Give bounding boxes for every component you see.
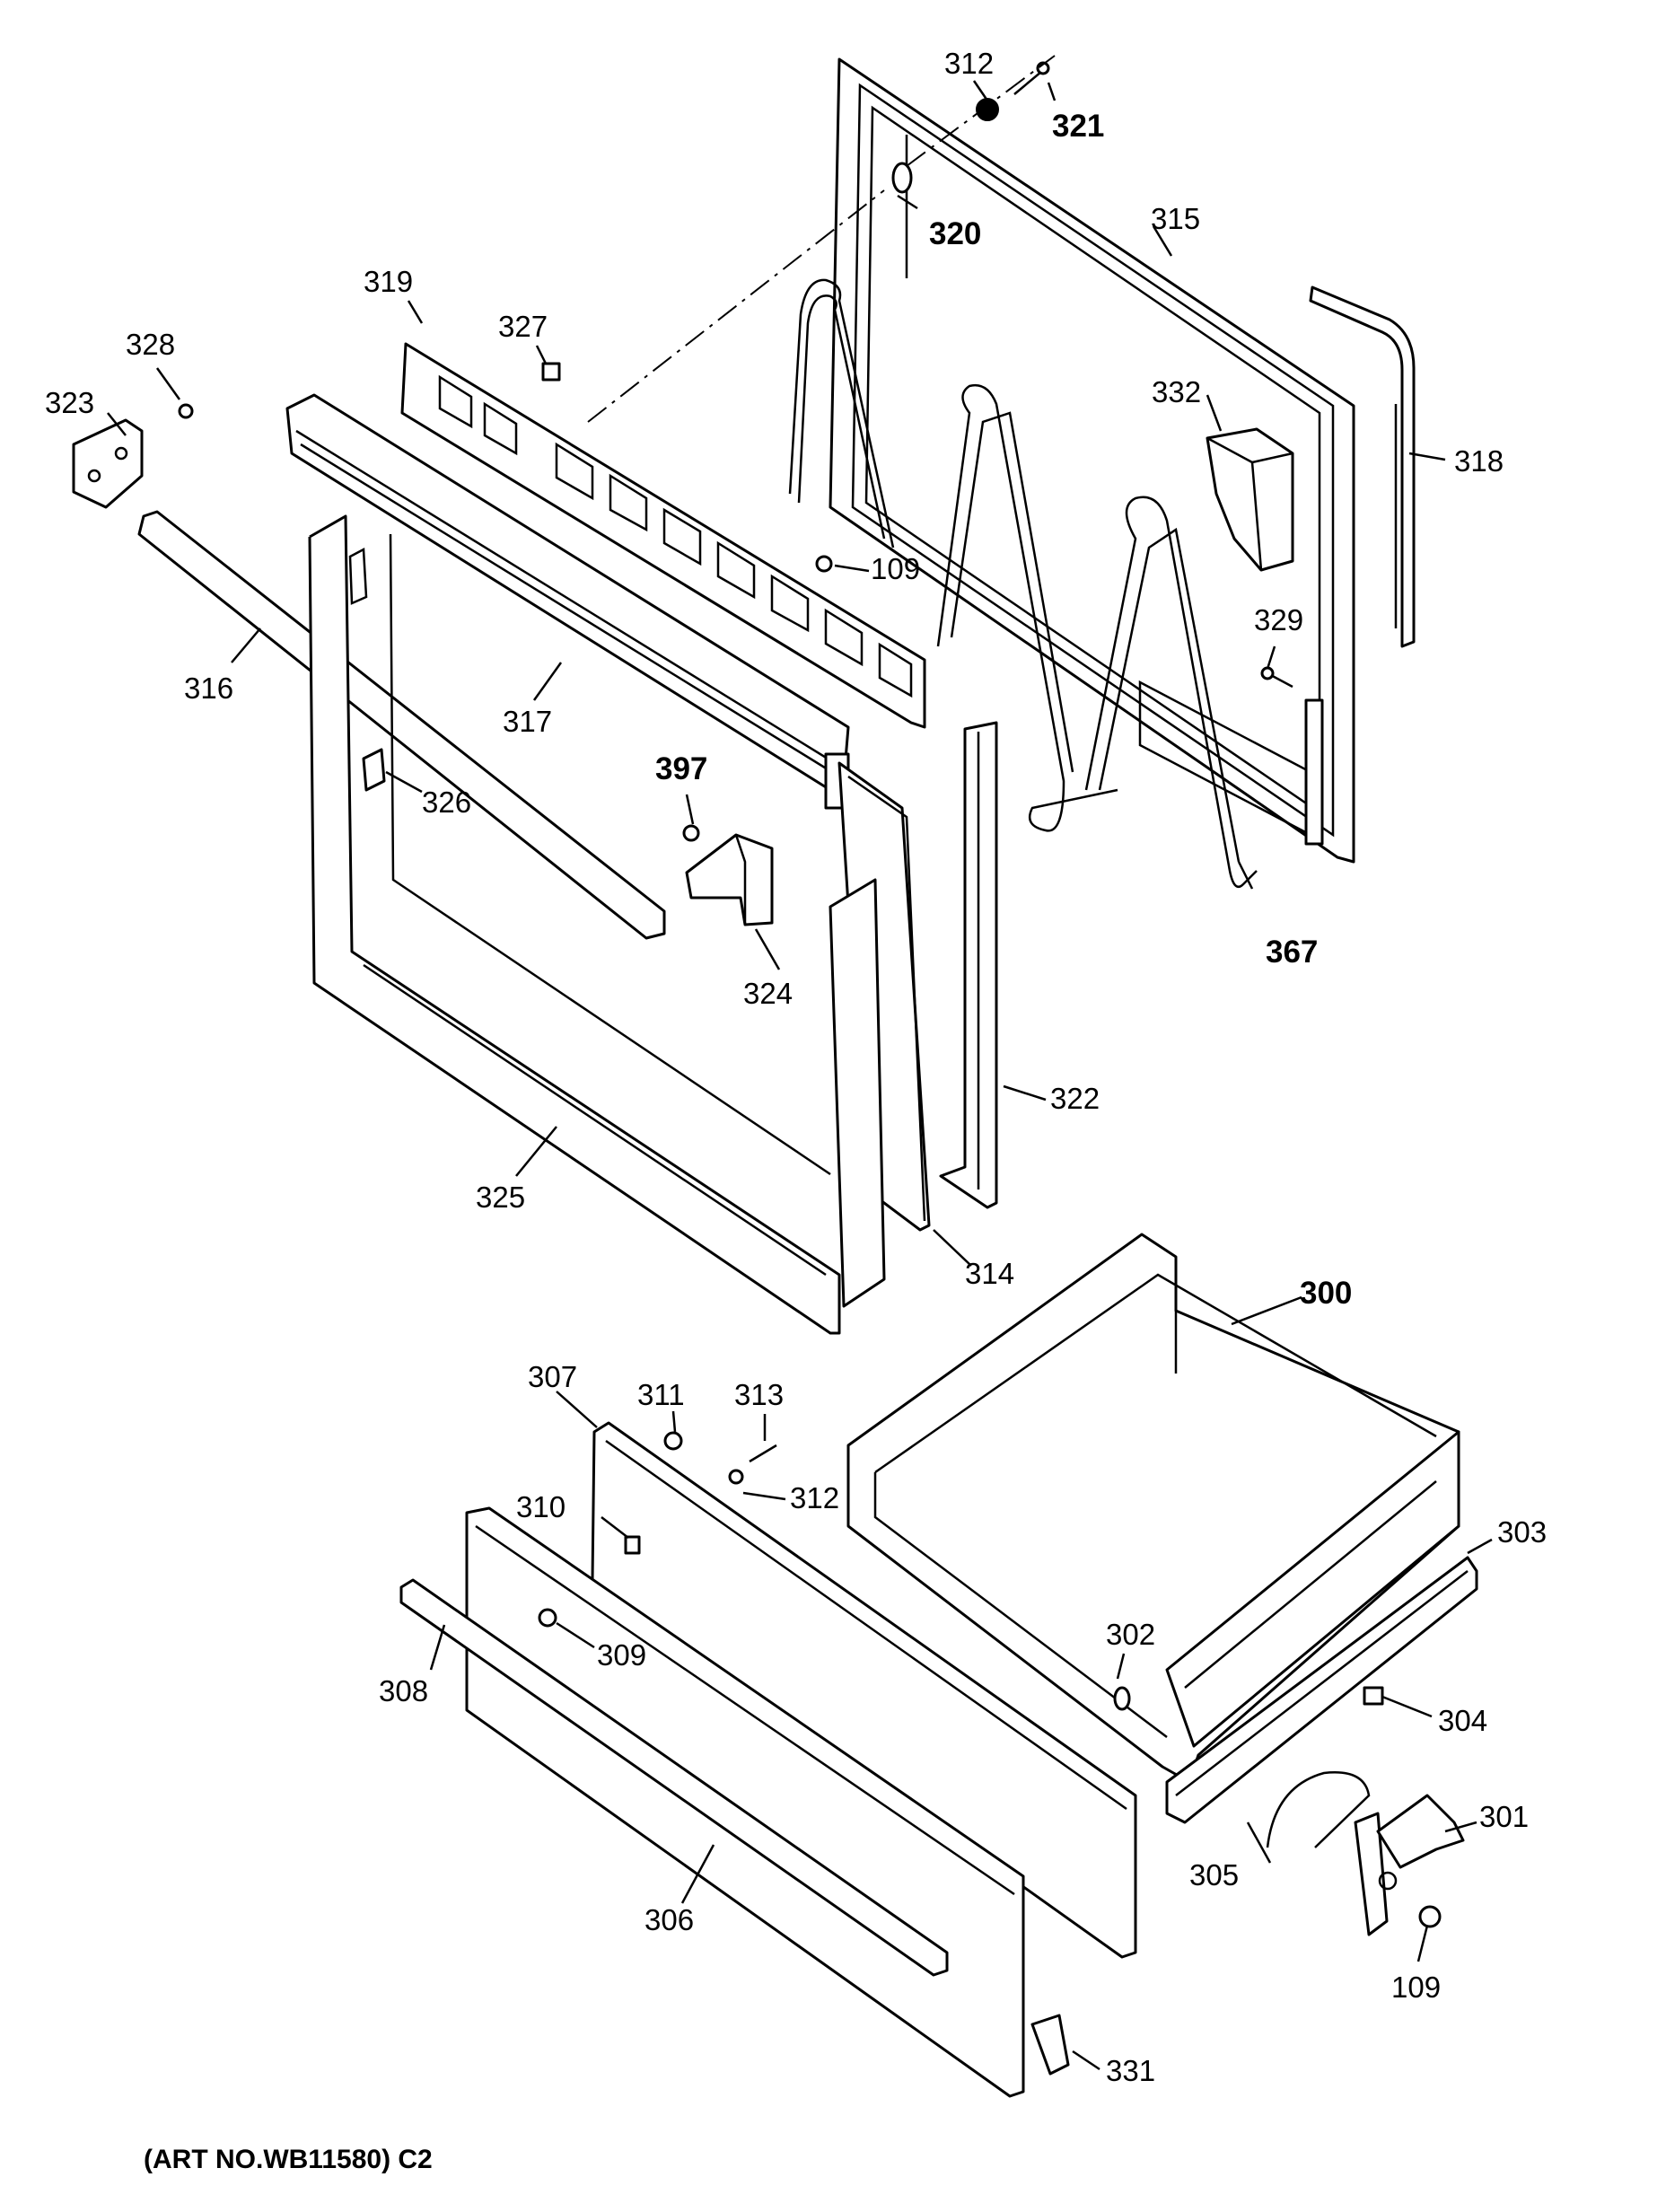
- clip-326: [362, 748, 386, 792]
- door-frame-325: [308, 514, 886, 1335]
- callout-109-top: 109: [871, 552, 920, 585]
- clip-310: [624, 1535, 641, 1555]
- callout-309: 309: [597, 1638, 646, 1672]
- callout-317: 317: [503, 705, 552, 738]
- callout-301: 301: [1479, 1800, 1529, 1833]
- callout-327: 327: [498, 310, 548, 343]
- callout-323: 323: [45, 386, 94, 419]
- callout-325: 325: [476, 1181, 525, 1214]
- callout-310: 310: [516, 1490, 566, 1523]
- art-number-caption: (ART NO.WB11580) C2: [144, 2145, 433, 2174]
- callout-324: 324: [743, 977, 793, 1010]
- washer-312-top: [976, 98, 999, 121]
- callout-308: 308: [379, 1674, 428, 1707]
- door-top-trim-317: [285, 393, 850, 810]
- callout-320: 320: [929, 216, 981, 251]
- callout-302: 302: [1106, 1618, 1155, 1651]
- screw-397: [682, 824, 700, 842]
- cap-311: [663, 1431, 683, 1451]
- callout-300: 300: [1300, 1276, 1352, 1311]
- callout-311: 311: [637, 1378, 685, 1411]
- callout-313: 313: [734, 1378, 784, 1411]
- door-side-strip-322: [939, 721, 998, 1209]
- callout-331: 331: [1106, 2054, 1155, 2087]
- insulation-block-332: [1206, 427, 1294, 572]
- screw-313: [749, 1444, 777, 1463]
- screw-329: [1260, 666, 1293, 689]
- drawer-handle-308: [399, 1578, 949, 1977]
- callout-329: 329: [1254, 603, 1303, 636]
- callout-305: 305: [1189, 1858, 1239, 1892]
- spring-305: [1266, 1771, 1371, 1848]
- drawer-front-panel-306: [465, 1506, 1025, 2098]
- callout-304: 304: [1438, 1704, 1487, 1737]
- bracket-331: [1030, 2014, 1070, 2076]
- clip-327: [541, 362, 561, 382]
- drawer-body-300: [846, 1233, 1460, 1784]
- callout-labels: 312 321 320 315 318 332 329 319 327 328 …: [45, 47, 1547, 2087]
- fastener-328: [178, 403, 194, 419]
- callout-367: 367: [1266, 935, 1318, 970]
- door-gasket-318: [1309, 285, 1416, 648]
- drawer-hinge-301: [1354, 1794, 1465, 1936]
- callout-322: 322: [1050, 1082, 1100, 1115]
- hinge-pin-320: [891, 162, 913, 194]
- drawer-rail-303: [1165, 1556, 1478, 1824]
- callout-315: 315: [1151, 202, 1200, 235]
- callout-303: 303: [1497, 1515, 1547, 1549]
- nut-109-bottom: [1418, 1905, 1442, 1928]
- nut-109-top: [815, 555, 833, 573]
- clip-304: [1363, 1686, 1384, 1706]
- callout-316: 316: [184, 672, 233, 705]
- vent-panel-319: [400, 342, 926, 729]
- callout-332: 332: [1152, 375, 1201, 408]
- callout-312-top: 312: [944, 47, 994, 80]
- callout-318: 318: [1454, 444, 1504, 478]
- callout-397: 397: [655, 751, 707, 786]
- fastener-309: [538, 1608, 557, 1628]
- callout-314: 314: [965, 1257, 1014, 1290]
- hinge-bracket-324: [685, 833, 774, 926]
- screw-321: [1013, 61, 1050, 95]
- callout-326: 326: [422, 786, 471, 819]
- callout-319: 319: [364, 265, 413, 298]
- callout-321: 321: [1052, 109, 1104, 144]
- callout-328: 328: [126, 328, 175, 361]
- washer-312-bottom: [728, 1469, 744, 1485]
- callout-109-bottom: 109: [1391, 1971, 1441, 2004]
- leader-lines: [107, 80, 1493, 2071]
- roller-302: [1113, 1686, 1131, 1711]
- callout-312-bottom: 312: [790, 1481, 839, 1514]
- oven-rack-wires-367: [788, 278, 1258, 889]
- door-inner-panel-315: [829, 57, 1355, 864]
- bracket-323: [72, 418, 144, 509]
- door-handle-316: [137, 510, 666, 940]
- callout-306: 306: [644, 1903, 694, 1936]
- callout-307: 307: [528, 1360, 577, 1393]
